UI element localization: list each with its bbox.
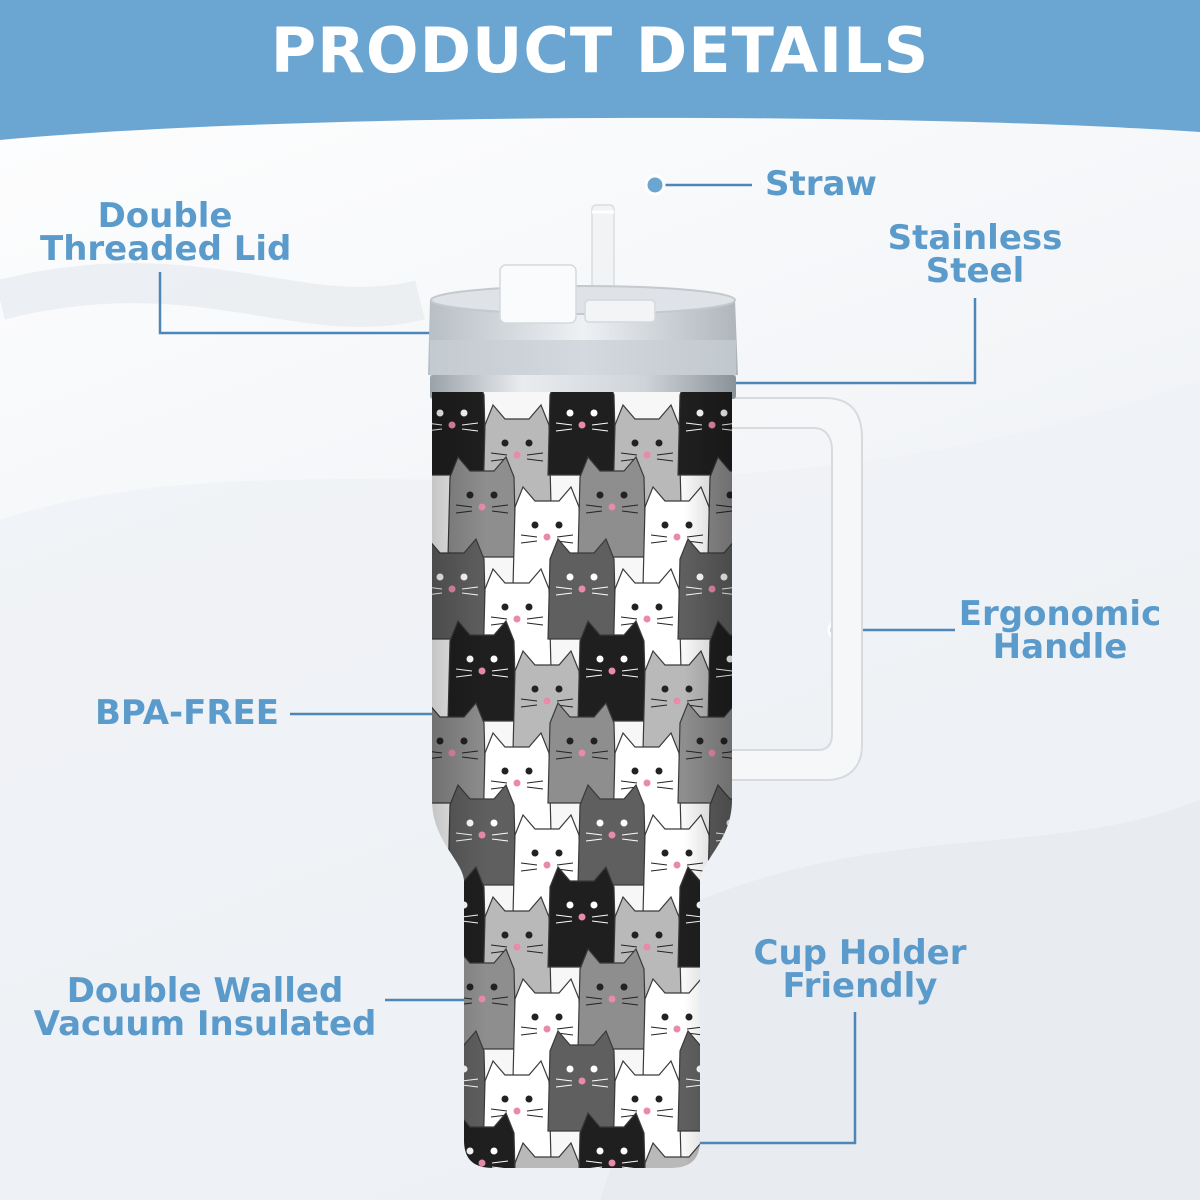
page-title: PRODUCT DETAILS (270, 14, 930, 87)
cat-pattern (432, 392, 732, 1168)
label-bpa: BPA-FREE (95, 693, 279, 733)
handle (724, 397, 863, 781)
cat-figure (707, 1111, 732, 1168)
label-straw: Straw (765, 164, 877, 204)
lid (428, 264, 738, 380)
header-banner: PRODUCT DETAILS (0, 0, 1200, 150)
dot-straw (644, 174, 666, 196)
